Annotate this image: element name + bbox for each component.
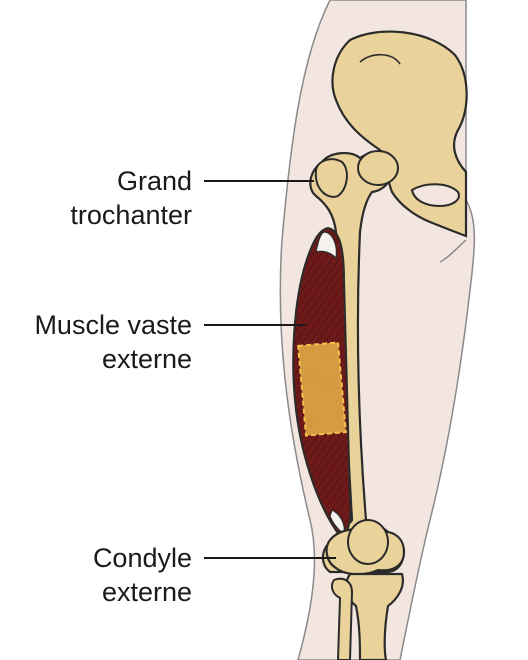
label-lateral-condyle-line2: externe xyxy=(101,577,192,607)
muscle-upper-tendon xyxy=(315,231,337,260)
label-greater-trochanter-line2: trochanter xyxy=(70,200,192,230)
label-lateral-condyle: Condyle externe xyxy=(93,541,192,609)
obturator-foramen xyxy=(410,183,460,208)
label-vastus-lateralis-line1: Muscle vaste xyxy=(34,310,192,340)
label-greater-trochanter-line1: Grand xyxy=(116,166,192,196)
label-greater-trochanter: Grand trochanter xyxy=(70,164,192,232)
label-vastus-lateralis: Muscle vaste externe xyxy=(34,308,192,376)
highlight-region xyxy=(297,341,347,437)
pelvis-inner-edge xyxy=(359,53,401,65)
label-lateral-condyle-line1: Condyle xyxy=(92,543,192,573)
label-vastus-lateralis-line2: externe xyxy=(101,344,192,374)
femoral-head xyxy=(357,150,399,186)
patella xyxy=(347,519,389,565)
fibula-bone xyxy=(331,577,354,660)
hip-skin-fold xyxy=(439,239,467,263)
greater-trochanter xyxy=(314,158,348,198)
